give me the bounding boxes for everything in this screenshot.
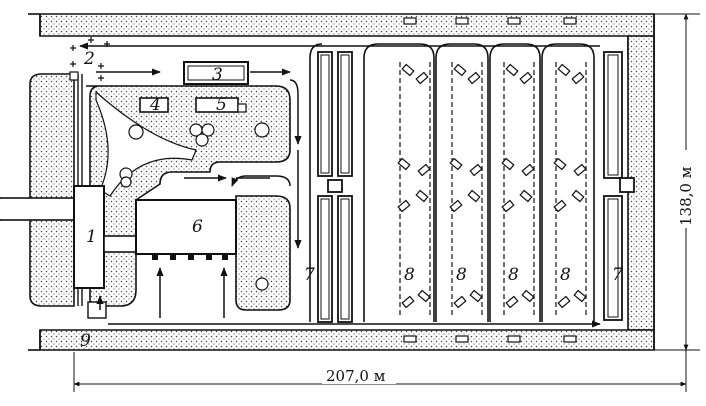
building-3 bbox=[183, 61, 249, 85]
yard-8-dashed-lanes bbox=[399, 62, 587, 318]
bottom-road-strip bbox=[39, 329, 655, 351]
label-4: 4 bbox=[149, 95, 161, 115]
label-8-b: 8 bbox=[456, 265, 467, 285]
bottom-gate-markers bbox=[403, 17, 577, 343]
label-9: 9 bbox=[80, 331, 91, 351]
building-4 bbox=[139, 97, 169, 113]
tree-symbol bbox=[201, 123, 215, 137]
traffic-arrows bbox=[79, 42, 601, 328]
label-2: 2 bbox=[83, 49, 95, 69]
dimension-height-label: 138,0 м bbox=[677, 166, 695, 226]
dimension-width: 207,0 м bbox=[73, 350, 687, 392]
label-7-right: 7 bbox=[612, 265, 623, 285]
building-6-docks bbox=[152, 254, 228, 260]
lower-green-area bbox=[235, 195, 291, 311]
storage-7-left bbox=[317, 51, 353, 323]
equipment-markers bbox=[397, 63, 587, 309]
dimension-width-label: 207,0 м bbox=[326, 367, 386, 385]
tree-symbol bbox=[120, 176, 132, 188]
tree-symbol bbox=[255, 277, 269, 291]
building-1 bbox=[73, 185, 105, 289]
label-8-c: 8 bbox=[508, 265, 519, 285]
structure-9 bbox=[87, 301, 107, 319]
item-2-markers bbox=[70, 37, 110, 81]
label-5: 5 bbox=[216, 95, 227, 115]
tree-symbol bbox=[254, 122, 270, 138]
circulation-loops bbox=[309, 43, 595, 322]
tree-symbol bbox=[128, 124, 144, 140]
label-8-d: 8 bbox=[560, 265, 571, 285]
storage-7-right bbox=[603, 51, 635, 321]
dimension-height: 138,0 м bbox=[654, 13, 700, 351]
label-1: 1 bbox=[86, 227, 97, 247]
label-8-a: 8 bbox=[404, 265, 415, 285]
left-green-area bbox=[29, 73, 75, 307]
building-6 bbox=[135, 199, 237, 255]
label-6: 6 bbox=[192, 217, 203, 237]
tree-symbol bbox=[195, 133, 209, 147]
label-3: 3 bbox=[212, 65, 223, 85]
